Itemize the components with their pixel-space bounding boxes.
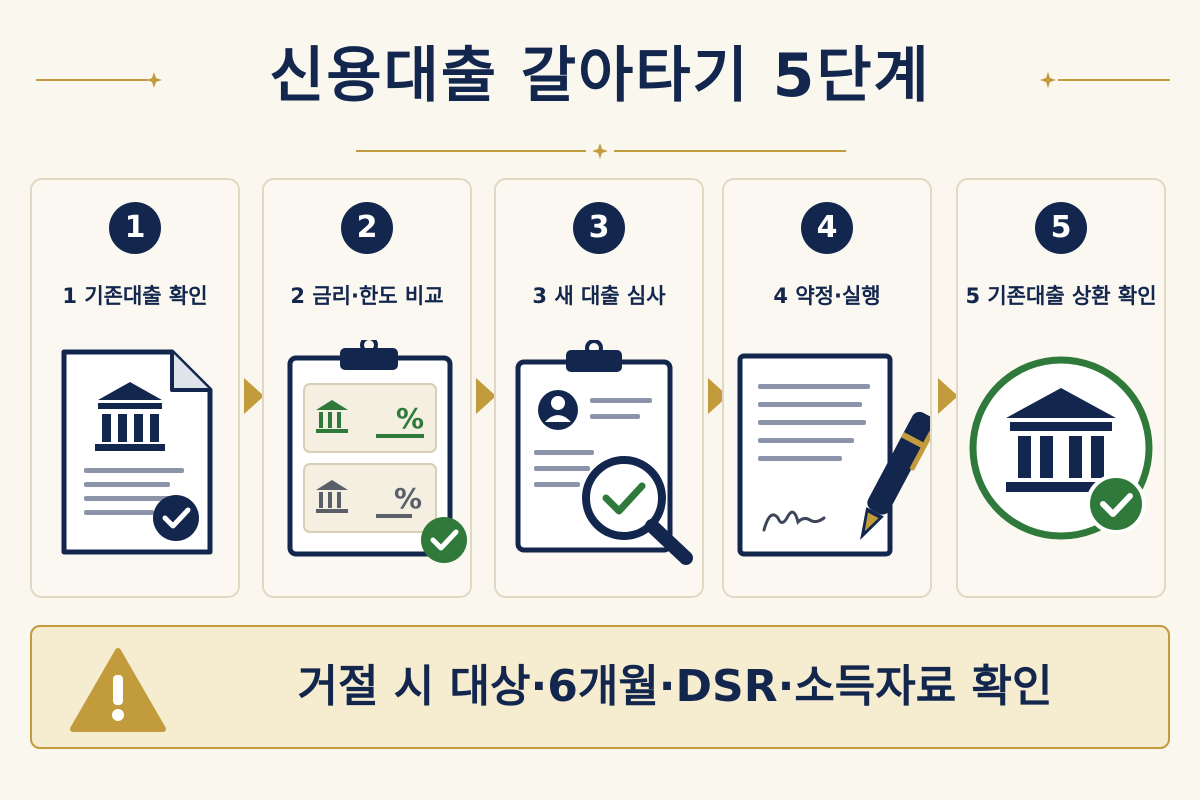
step-label: 3 새 대출 심사 [532, 284, 666, 308]
step-number-badge: 4 [801, 202, 853, 254]
arrow-right-icon [938, 378, 958, 414]
warning-banner: 거절 시 대상·6개월·DSR·소득자료 확인 [30, 625, 1170, 749]
step-number-badge: 3 [573, 202, 625, 254]
sparkle-icon [146, 72, 162, 88]
step-card-4: 4 4 약정·실행 [722, 178, 932, 598]
step-label: 4 약정·실행 [773, 284, 881, 308]
step-number-badge: 1 [109, 202, 161, 254]
step-number-badge: 2 [341, 202, 393, 254]
subtitle-rule-right [614, 150, 846, 152]
step-label: 2 금리·한도 비교 [290, 284, 444, 308]
step-card-2: 2 2 금리·한도 비교 % % [262, 178, 472, 598]
contract-pen-sign-icon [737, 353, 930, 557]
warning-triangle-icon [70, 648, 166, 732]
svg-text:%: % [396, 402, 424, 435]
step-label: 1 기존대출 확인 [62, 284, 208, 308]
sparkle-icon [1040, 72, 1056, 88]
step-card-5: 5 5 기존대출 상환 확인 [956, 178, 1166, 598]
title-rule-left [36, 79, 148, 81]
warning-text: 거절 시 대상·6개월·DSR·소득자료 확인 [297, 661, 1053, 712]
title-rule-right [1058, 79, 1170, 81]
page-title: 신용대출 갈아타기 5단계 [269, 41, 931, 111]
clipboard-rate-compare-icon: % % [287, 340, 467, 563]
arrow-right-icon [708, 378, 728, 414]
step-card-1: 1 1 기존대출 확인 [30, 178, 240, 598]
arrow-right-icon [476, 378, 496, 414]
arrow-right-icon [244, 378, 264, 414]
bank-circle-check-icon [969, 356, 1153, 540]
clipboard-magnifier-review-icon [515, 340, 693, 565]
step-card-3: 3 3 새 대출 심사 [494, 178, 704, 598]
step-number-badge: 5 [1035, 202, 1087, 254]
step-label: 5 기존대출 상환 확인 [965, 284, 1157, 308]
sparkle-icon [592, 143, 608, 159]
svg-text:%: % [394, 482, 422, 515]
subtitle-rule-left [356, 150, 586, 152]
bank-document-check-icon [61, 349, 213, 555]
